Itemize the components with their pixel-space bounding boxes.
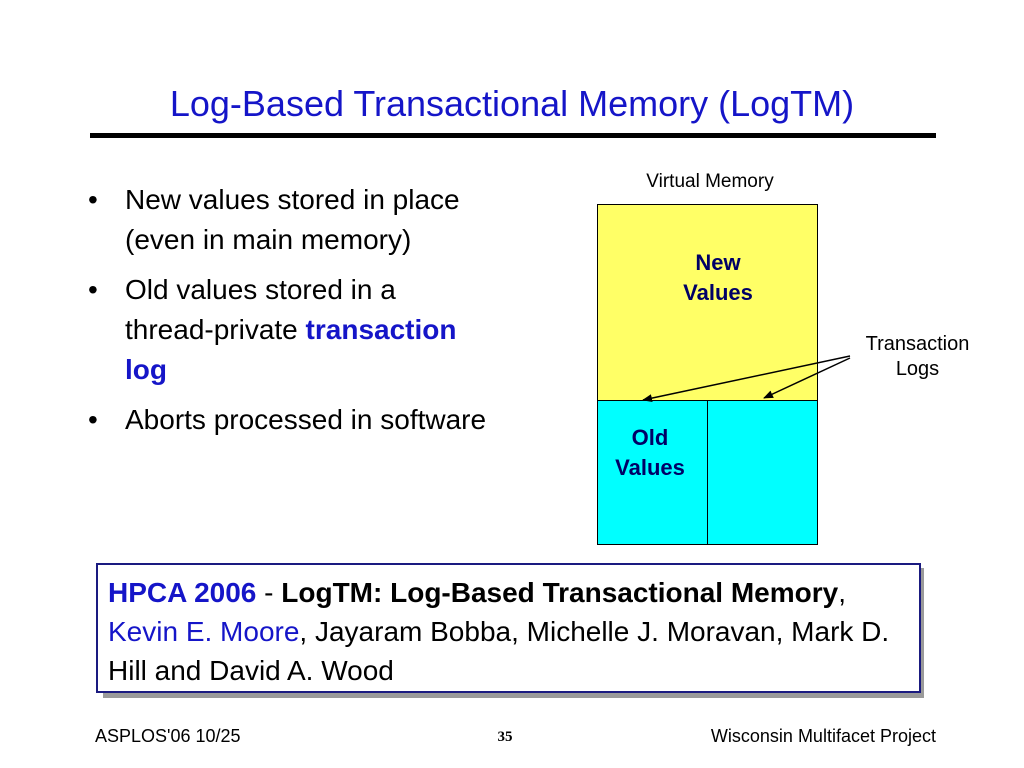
- bullet-item: • Old values stored in a thread-private …: [88, 270, 488, 390]
- bullet-item: • Aborts processed in software: [88, 400, 488, 440]
- title-underline: [90, 133, 936, 138]
- new-values-region: New Values: [598, 205, 817, 401]
- new-values-label-line2: Values: [683, 280, 753, 305]
- second-log-region: [708, 401, 817, 544]
- old-values-label-line1: Old: [631, 425, 669, 450]
- bullet-marker: •: [88, 404, 98, 435]
- bullet-emphasis-transaction-log: transaction log: [125, 314, 457, 385]
- transaction-logs-line2: Logs: [895, 358, 940, 380]
- transaction-logs-label: Transaction Logs: [845, 332, 990, 382]
- footer-project: Wisconsin Multifacet Project: [710, 726, 936, 746]
- bullet-text: New values stored in place (even in main…: [125, 184, 460, 255]
- citation-comma: ,: [838, 577, 846, 608]
- citation-paper-title: LogTM: Log-Based Transactional Memory: [281, 577, 839, 608]
- transaction-logs-line1: Transaction: [865, 333, 970, 355]
- new-values-label-line1: New: [695, 250, 741, 275]
- bullet-text: Old values stored in a thread-private: [125, 274, 396, 345]
- citation-venue: HPCA 2006: [108, 577, 257, 608]
- old-values-label: Old Values: [598, 423, 702, 483]
- bullet-marker: •: [88, 274, 98, 305]
- virtual-memory-box: New Values Old Values: [597, 204, 818, 545]
- footer-conference: ASPLOS'06 10/25: [95, 726, 241, 746]
- new-values-label: New Values: [598, 248, 838, 308]
- bullet-text: Aborts processed in software: [125, 404, 487, 435]
- old-values-log-region: Old Values: [598, 401, 708, 544]
- bullet-marker: •: [88, 184, 98, 215]
- citation-first-author-link[interactable]: Kevin E. Moore: [108, 616, 300, 647]
- citation-other-authors: , Jayaram Bobba, Michelle J. Moravan, Ma…: [108, 616, 890, 686]
- citation-box: HPCA 2006 - LogTM: Log-Based Transaction…: [96, 563, 921, 693]
- bullet-list: • New values stored in place (even in ma…: [88, 180, 488, 450]
- old-values-label-line2: Values: [615, 455, 685, 480]
- footer-page-number: 35: [497, 729, 513, 745]
- slide-title: Log-Based Transactional Memory (LogTM): [169, 83, 855, 124]
- bullet-item: • New values stored in place (even in ma…: [88, 180, 488, 260]
- virtual-memory-label: Virtual Memory: [646, 171, 774, 192]
- citation-separator: -: [256, 577, 282, 608]
